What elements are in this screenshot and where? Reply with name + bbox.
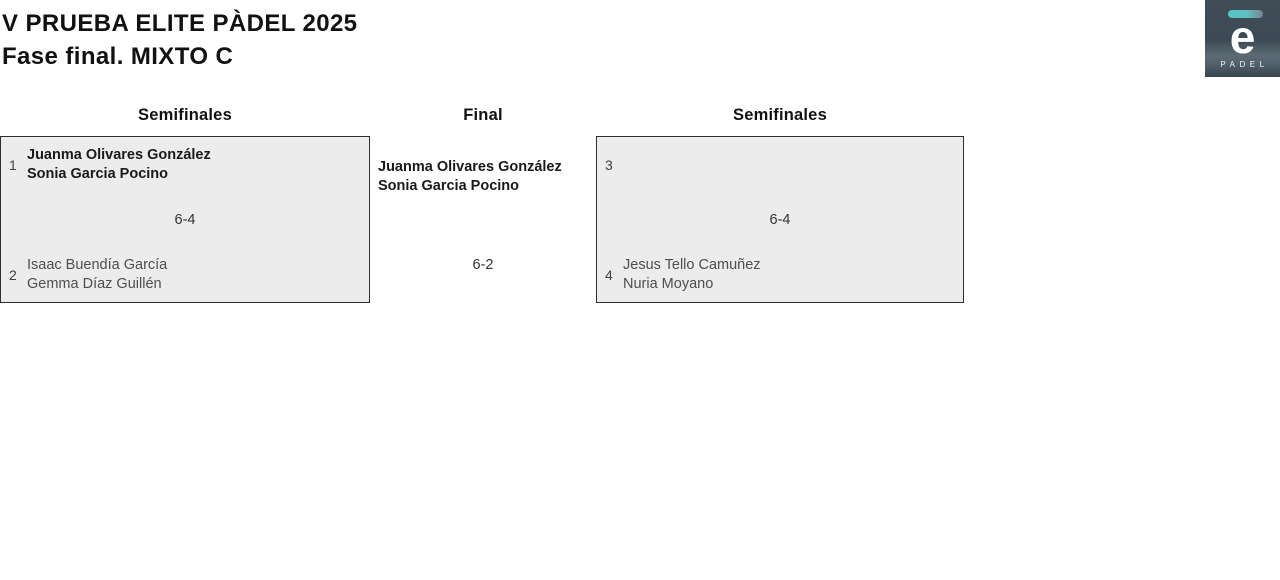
logo-letter-e: e: [1229, 11, 1256, 63]
seed-number: 1: [9, 157, 17, 173]
phase-subtitle: Fase final. MIXTO C: [2, 43, 234, 70]
player-name: Sonia Garcia Pocino: [378, 178, 520, 194]
player-name: Gemma Díaz Guillén: [27, 276, 162, 292]
match-score: 6-4: [174, 211, 196, 228]
match-box-right-semifinal: 3 6-4 4 Jesus Tello Camuñez Nuria Moyano: [596, 136, 964, 303]
pair-names-winner: Juanma Olivares González Sonia Garcia Po…: [27, 146, 211, 184]
seed-number: 2: [9, 267, 17, 283]
seed-number: 3: [605, 157, 613, 173]
pair-slot-3: 3: [597, 146, 963, 184]
final-pair-names: Juanma Olivares González Sonia Garcia Po…: [378, 158, 562, 196]
player-name: Juanma Olivares González: [27, 147, 211, 163]
pair-slot-1: 1 Juanma Olivares González Sonia Garcia …: [1, 146, 369, 184]
match-box-left-semifinal: 1 Juanma Olivares González Sonia Garcia …: [0, 136, 370, 303]
player-name: Juanma Olivares González: [378, 159, 562, 175]
round-header-semifinales-right: Semifinales: [733, 106, 827, 124]
logo-brand-word: PADEL: [1220, 60, 1269, 69]
player-name: Isaac Buendía García: [27, 257, 168, 273]
pair-names-loser: Jesus Tello Camuñez Nuria Moyano: [623, 256, 761, 294]
match-score: 6-4: [769, 211, 791, 228]
player-name: Sonia Garcia Pocino: [27, 166, 169, 182]
page-title-block: V PRUEBA ELITE PÀDEL 2025 Fase final. MI…: [2, 7, 357, 73]
round-header-semifinales-left: Semifinales: [138, 106, 232, 124]
tournament-title: V PRUEBA ELITE PÀDEL 2025: [2, 10, 358, 37]
pair-names-loser: Isaac Buendía García Gemma Díaz Guillén: [27, 256, 167, 294]
epadel-logo: e PADEL: [1205, 0, 1280, 77]
pair-slot-4: 4 Jesus Tello Camuñez Nuria Moyano: [597, 256, 963, 294]
round-header-final: Final: [463, 106, 503, 124]
final-match-score: 6-2: [472, 257, 494, 273]
seed-number: 4: [605, 267, 613, 283]
player-name: Jesus Tello Camuñez: [623, 257, 761, 273]
logo-accent-bar: [1227, 10, 1263, 18]
pair-slot-2: 2 Isaac Buendía García Gemma Díaz Guillé…: [1, 256, 369, 294]
player-name: Nuria Moyano: [623, 276, 714, 292]
